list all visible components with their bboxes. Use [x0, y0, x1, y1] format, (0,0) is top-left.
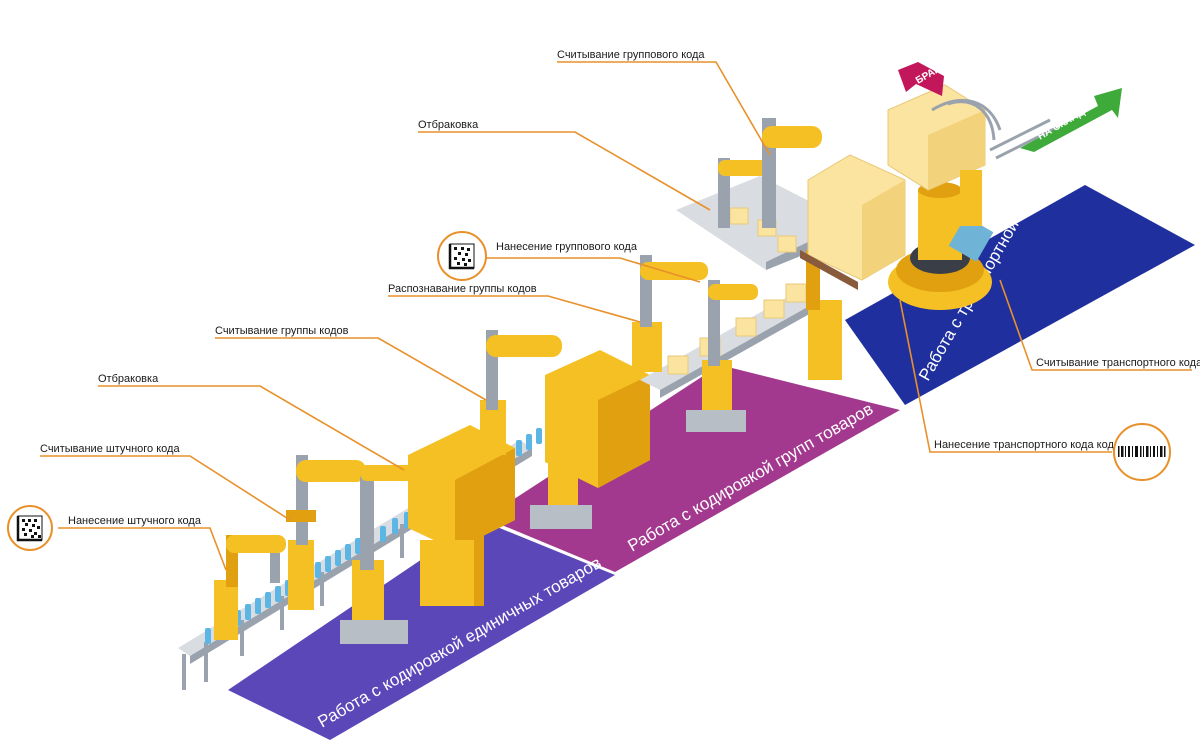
callout-unit-code-application: Нанесение штучного кода [68, 515, 202, 527]
leader-lines [40, 61, 1192, 571]
machine-group-cabinet [530, 350, 650, 529]
leader-group-code-reading [557, 61, 771, 156]
datamatrix-icon [7, 505, 53, 551]
robot-unit-reader [286, 455, 366, 610]
leader-transport-code-reading [999, 279, 1192, 371]
leader-rejection-mid [98, 385, 405, 471]
leader-unit-code-application [58, 527, 227, 571]
robot-group-printer [632, 255, 758, 432]
callout-rejection-mid: Отбраковка [98, 373, 159, 385]
robot-group-reader [480, 330, 562, 455]
warehouse-arrow: НА СКЛАД [1020, 88, 1122, 152]
robot-unit-rejector [340, 465, 414, 644]
leader-group-code-application [485, 257, 701, 283]
leader-rejection-top [418, 131, 711, 211]
leader-group-recognition [388, 295, 641, 323]
zone-transport-floor [845, 185, 1195, 405]
callout-unit-code-reading: Считывание штучного кода [40, 443, 180, 455]
leader-unit-code-reading [40, 455, 291, 521]
zone-single-floor [228, 520, 615, 740]
barcode-icon [1113, 423, 1171, 481]
callout-transport-code-reading: Считывание транспортного кода [1036, 357, 1200, 369]
leader-transport-code-application [899, 299, 1112, 453]
pallet-stack [800, 154, 906, 290]
robot-unit-printer [214, 535, 286, 640]
leader-group-codes-reading [215, 337, 487, 401]
callout-group-recognition: Распознавание группы кодов [388, 283, 537, 295]
callout-transport-code-application: Нанесение транспортного кода кода [934, 439, 1121, 451]
callout-rejection-top: Отбраковка [418, 119, 479, 131]
callout-group-codes-reading: Считывание группы кодов [215, 325, 349, 337]
transport-turntable [887, 84, 994, 310]
reject-arrow: БРАК [898, 62, 944, 96]
callout-group-code-application: Нанесение группового кода [496, 241, 638, 253]
machine-unit-cabinet [408, 425, 515, 606]
exit-rail [931, 99, 1057, 160]
datamatrix-icon [437, 231, 487, 281]
robot-group-code-reader [762, 118, 842, 380]
callout-group-code-reading: Считывание группового кода [557, 49, 705, 61]
